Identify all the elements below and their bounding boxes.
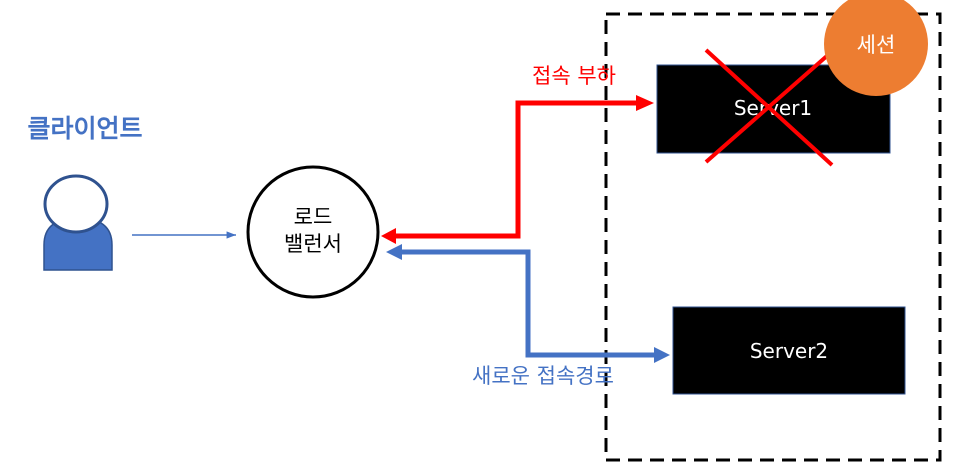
client-label: 클라이언트 xyxy=(27,114,142,143)
server1-label: Server1 xyxy=(734,96,812,120)
overload-label: 접속 부하 xyxy=(532,64,616,88)
load-balancer-label-line1: 로드 xyxy=(294,205,333,229)
server-group-boundary xyxy=(604,12,942,462)
session-label: 세션 xyxy=(857,33,896,57)
load-balancer-node[interactable]: 로드 밸런서 xyxy=(246,165,380,299)
overload-connection-arrow xyxy=(381,95,654,244)
new-route-label: 새로운 접속경로 xyxy=(472,364,614,388)
load-balancer-label-line2: 밸런서 xyxy=(284,232,342,256)
server2-label: Server2 xyxy=(750,339,828,363)
session-badge: 세션 xyxy=(824,0,928,96)
new-route-arrow xyxy=(386,244,670,363)
failure-x-icon xyxy=(704,46,838,167)
user-icon xyxy=(43,174,113,271)
server2-box[interactable]: Server2 xyxy=(672,306,906,395)
